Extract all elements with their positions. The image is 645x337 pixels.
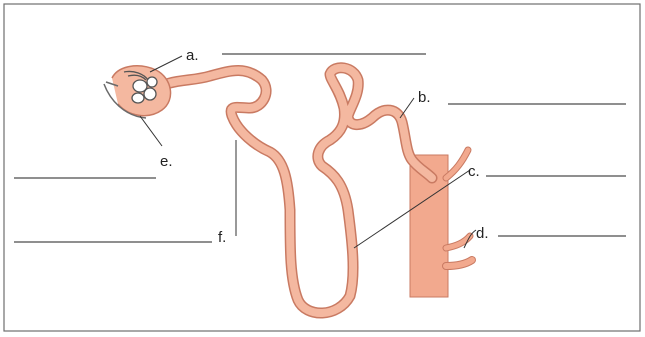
label-a: a. <box>186 47 199 64</box>
label-e: e. <box>160 153 173 170</box>
label-c: c. <box>468 163 480 180</box>
label-b: b. <box>418 89 431 106</box>
label-f: f. <box>218 229 226 246</box>
label-d: d. <box>476 225 489 242</box>
